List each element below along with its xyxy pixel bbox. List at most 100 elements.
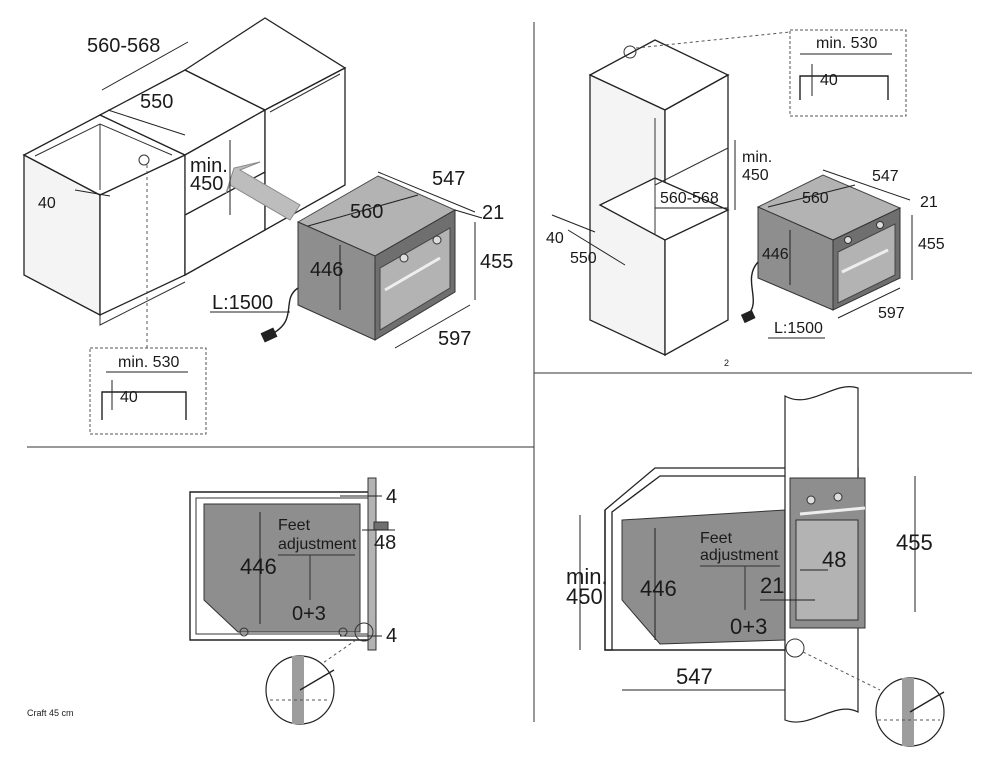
dim-line-side-gap bbox=[74, 189, 111, 197]
front-panel bbox=[367, 477, 377, 651]
page-number: 2 bbox=[724, 358, 729, 368]
dim-oven-side: 446 bbox=[310, 259, 343, 281]
detail-min-label: min. 530 bbox=[118, 354, 179, 371]
dim-adjust: 0+3 bbox=[730, 614, 767, 639]
door-step bbox=[373, 521, 389, 531]
dim-total-height: 455 bbox=[896, 530, 933, 555]
dim-oven-front: 21 bbox=[920, 194, 938, 211]
plug-icon bbox=[260, 327, 278, 343]
dim-oven-front: 21 bbox=[482, 202, 504, 224]
dim-oven-depth: 547 bbox=[872, 168, 899, 185]
dim-height: 446 bbox=[640, 576, 677, 601]
dim-width-range: 560-568 bbox=[660, 190, 719, 207]
detail-marker bbox=[354, 622, 374, 642]
zoom-edge bbox=[909, 691, 945, 713]
dim-adjust: 0+3 bbox=[292, 603, 326, 625]
detail-leader bbox=[635, 31, 791, 49]
dim-min-height-label: min. bbox=[742, 149, 772, 166]
niche-floor bbox=[598, 177, 730, 241]
oven-section bbox=[621, 509, 786, 645]
caption: Craft 45 cm bbox=[27, 708, 74, 718]
oven-knob-right bbox=[876, 221, 884, 229]
niche-inner bbox=[195, 497, 370, 635]
dim-oven-inner: 560 bbox=[350, 201, 383, 223]
dim-min-height-value: 450 bbox=[190, 173, 223, 195]
dim-depth-step: 48 bbox=[374, 532, 396, 554]
dim-side-gap: 40 bbox=[38, 195, 56, 212]
dim-line-oven-width bbox=[837, 287, 901, 319]
kitchen-cabinets bbox=[22, 17, 347, 348]
oven-knob-right bbox=[833, 492, 843, 502]
oven-handle bbox=[841, 248, 889, 274]
dim-side-gap: 40 bbox=[546, 230, 564, 247]
detail-marker bbox=[138, 154, 150, 166]
oven-knob-left bbox=[806, 495, 816, 505]
foot-left bbox=[239, 627, 249, 637]
detail-leader bbox=[319, 639, 357, 666]
oven-unit bbox=[296, 175, 457, 341]
dim-depth: 547 bbox=[676, 664, 713, 689]
dim-width-range: 560-568 bbox=[87, 35, 160, 57]
detail-gap: 40 bbox=[820, 72, 838, 89]
dim-oven-width: 597 bbox=[878, 305, 905, 322]
dim-line-width bbox=[101, 41, 189, 91]
detail-marker bbox=[623, 45, 637, 59]
detail-leader bbox=[802, 651, 881, 691]
feet-label-1: Feet bbox=[700, 530, 733, 547]
feet-label-2: adjustment bbox=[700, 547, 779, 564]
power-cable bbox=[269, 287, 299, 336]
dim-min-value: 450 bbox=[566, 584, 603, 609]
dim-line-oven-depth bbox=[822, 169, 911, 201]
foot-right bbox=[338, 627, 348, 637]
feet-label-2: adjustment bbox=[278, 536, 357, 553]
dim-line-oven-inner bbox=[307, 194, 419, 227]
detail-min-label: min. 530 bbox=[816, 35, 877, 52]
dim-min-height-label: min. bbox=[190, 155, 228, 177]
dim-bottom-gap: 4 bbox=[386, 625, 397, 647]
dim-line-side-gap bbox=[551, 214, 596, 233]
oven-handle bbox=[799, 506, 866, 516]
oven-door-glass bbox=[837, 223, 896, 304]
niche-shelf bbox=[654, 147, 729, 186]
dim-oven-depth: 547 bbox=[432, 168, 465, 190]
detail-profile bbox=[799, 75, 889, 100]
dim-cable: L:1500 bbox=[774, 320, 823, 337]
dim-line-depth bbox=[107, 109, 186, 136]
zoom-panel bbox=[902, 678, 914, 746]
feet-label-1: Feet bbox=[278, 517, 311, 534]
oven-knob-right bbox=[432, 235, 442, 245]
dim-height: 446 bbox=[240, 554, 277, 579]
dim-line-oven-width bbox=[394, 304, 471, 349]
dim-cable: L:1500 bbox=[212, 292, 273, 314]
dim-oven-width: 597 bbox=[438, 328, 471, 350]
oven-door-glass bbox=[379, 227, 451, 331]
detail-profile bbox=[101, 391, 187, 420]
zoom-panel bbox=[292, 656, 304, 724]
niche-outline bbox=[189, 491, 370, 641]
detail-gap: 40 bbox=[120, 389, 138, 406]
dim-top-gap: 4 bbox=[386, 486, 397, 508]
dim-oven-side: 446 bbox=[762, 246, 789, 263]
dim-line-depth bbox=[567, 229, 626, 266]
dim-oven-inner: 560 bbox=[802, 190, 829, 207]
dim-front: 21 bbox=[760, 573, 784, 598]
plug-icon bbox=[740, 309, 756, 324]
panel-bottom-left: 446 Feet adjustment 0+3 4 48 4 Craft 45 … bbox=[27, 477, 397, 725]
dim-depth: 550 bbox=[570, 250, 597, 267]
dim-depth-step: 48 bbox=[822, 547, 846, 572]
insert-arrow bbox=[225, 161, 301, 221]
zoom-edge bbox=[299, 669, 335, 691]
dim-min-height-value: 450 bbox=[742, 167, 769, 184]
oven-knob-left bbox=[844, 236, 852, 244]
power-cable bbox=[747, 261, 759, 316]
cabinet-right-inner bbox=[269, 73, 341, 113]
plinth bbox=[99, 281, 186, 326]
panel-top-left: 560-568 550 min. 450 40 547 560 21 446 4… bbox=[22, 17, 513, 435]
dim-oven-height: 455 bbox=[918, 236, 945, 253]
niche-base bbox=[604, 510, 785, 651]
dim-line-oven-depth bbox=[377, 171, 476, 213]
oven-knob-left bbox=[399, 253, 409, 263]
oven-handle bbox=[384, 256, 441, 292]
detail-box bbox=[789, 29, 907, 117]
